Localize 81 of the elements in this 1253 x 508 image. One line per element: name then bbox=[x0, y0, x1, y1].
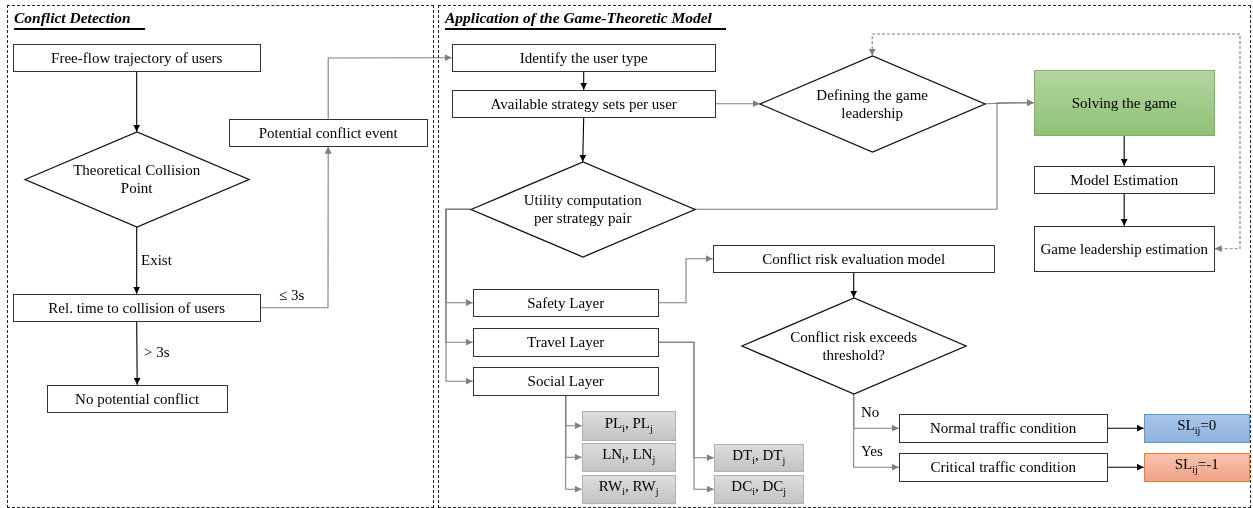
node-label: SL$_{ij}$=-1 bbox=[1174, 455, 1219, 478]
node-label: DC$_{i}$, DC$_{j}$ bbox=[731, 477, 787, 500]
panel-heading: Conflict Detection bbox=[14, 8, 145, 30]
process-box bbox=[472, 366, 659, 396]
decision-diamond bbox=[741, 297, 966, 394]
node-label: LN$_{i}$, LN$_{j}$ bbox=[602, 445, 656, 468]
arrow bbox=[133, 321, 141, 386]
arrow bbox=[579, 117, 587, 163]
node-label: Rel. time to collision of users bbox=[48, 298, 225, 317]
arrow bbox=[1107, 463, 1145, 471]
edge-label: No bbox=[860, 404, 881, 420]
process-box bbox=[12, 293, 261, 322]
decision-diamond bbox=[470, 161, 695, 257]
node-label: Model Estimation bbox=[1070, 170, 1179, 189]
arrow bbox=[580, 71, 588, 91]
result-box bbox=[1143, 413, 1250, 443]
node-label: Available strategy sets per user bbox=[490, 94, 677, 113]
node-label: Utility computation per strategy pair bbox=[522, 191, 643, 228]
node-label: No potential conflict bbox=[75, 389, 200, 408]
node-label: Safety Layer bbox=[527, 293, 605, 312]
process-box bbox=[712, 244, 995, 273]
arrow bbox=[658, 341, 715, 493]
arrow bbox=[445, 208, 474, 385]
result-box bbox=[1143, 452, 1250, 482]
node-label: Potential conflict event bbox=[258, 123, 398, 142]
node-label: Conflict risk evaluation model bbox=[762, 249, 946, 268]
arrow bbox=[1120, 135, 1128, 167]
variable-box bbox=[581, 474, 676, 504]
node-label: Game leadership estimation bbox=[1040, 239, 1208, 258]
edge-label: > 3s bbox=[143, 344, 171, 360]
arrow bbox=[694, 99, 1035, 210]
node-label: Conflict risk exceeds threshold? bbox=[789, 327, 918, 364]
node-label: DT$_{i}$, DT$_{j}$ bbox=[732, 445, 786, 468]
process-box bbox=[472, 288, 659, 317]
node-label: Defining the game leadership bbox=[815, 85, 929, 122]
arrow bbox=[853, 393, 900, 471]
process-box bbox=[1033, 165, 1215, 194]
node-label: Theoretical Collision Point bbox=[72, 161, 202, 198]
arrow bbox=[715, 100, 761, 108]
process-box bbox=[46, 384, 228, 413]
process-box bbox=[12, 43, 261, 72]
arrow bbox=[327, 54, 453, 120]
dashed-panel bbox=[7, 5, 434, 508]
node-label: SL$_{ij}$=0 bbox=[1177, 416, 1217, 439]
variable-box bbox=[581, 410, 676, 441]
node-label: RW$_{i}$, RW$_{j}$ bbox=[598, 477, 659, 500]
edge-label: Exist bbox=[140, 252, 173, 268]
process-box bbox=[898, 452, 1108, 482]
variable-box bbox=[713, 443, 804, 472]
process-box bbox=[898, 413, 1108, 443]
node-label: Free-flow trajectory of users bbox=[51, 48, 223, 67]
edge-label: ≤ 3s bbox=[278, 287, 306, 303]
node-label: Social Layer bbox=[527, 372, 604, 391]
arrow bbox=[658, 255, 714, 304]
arrow bbox=[1107, 424, 1145, 432]
decision-diamond bbox=[759, 55, 985, 152]
decision-diamond bbox=[24, 131, 249, 227]
arrow bbox=[1120, 193, 1128, 227]
edge-label: Yes bbox=[860, 443, 884, 459]
node-label: PL$_{i}$, PL$_{j}$ bbox=[604, 413, 653, 436]
node-label: Critical traffic condition bbox=[930, 458, 1076, 477]
arrow bbox=[260, 146, 332, 309]
node-label: Solving the game bbox=[1071, 93, 1177, 112]
variable-box bbox=[581, 442, 676, 472]
process-box bbox=[1033, 69, 1215, 136]
arrow bbox=[133, 226, 141, 295]
arrow bbox=[565, 395, 583, 493]
process-box bbox=[228, 118, 428, 147]
panel-heading: Application of the Game-Theoretic Model bbox=[445, 8, 726, 30]
arrow bbox=[850, 272, 858, 299]
node-label: Travel Layer bbox=[527, 333, 605, 352]
dashed-panel bbox=[438, 5, 1251, 508]
arrow bbox=[133, 71, 141, 133]
node-label: Identify the user type bbox=[519, 48, 648, 67]
arrow bbox=[868, 33, 1241, 253]
variable-box bbox=[713, 474, 804, 504]
process-box bbox=[451, 89, 716, 118]
process-box bbox=[451, 43, 716, 72]
process-box bbox=[1033, 225, 1215, 272]
node-label: Normal traffic condition bbox=[930, 419, 1077, 438]
process-box bbox=[472, 327, 659, 357]
